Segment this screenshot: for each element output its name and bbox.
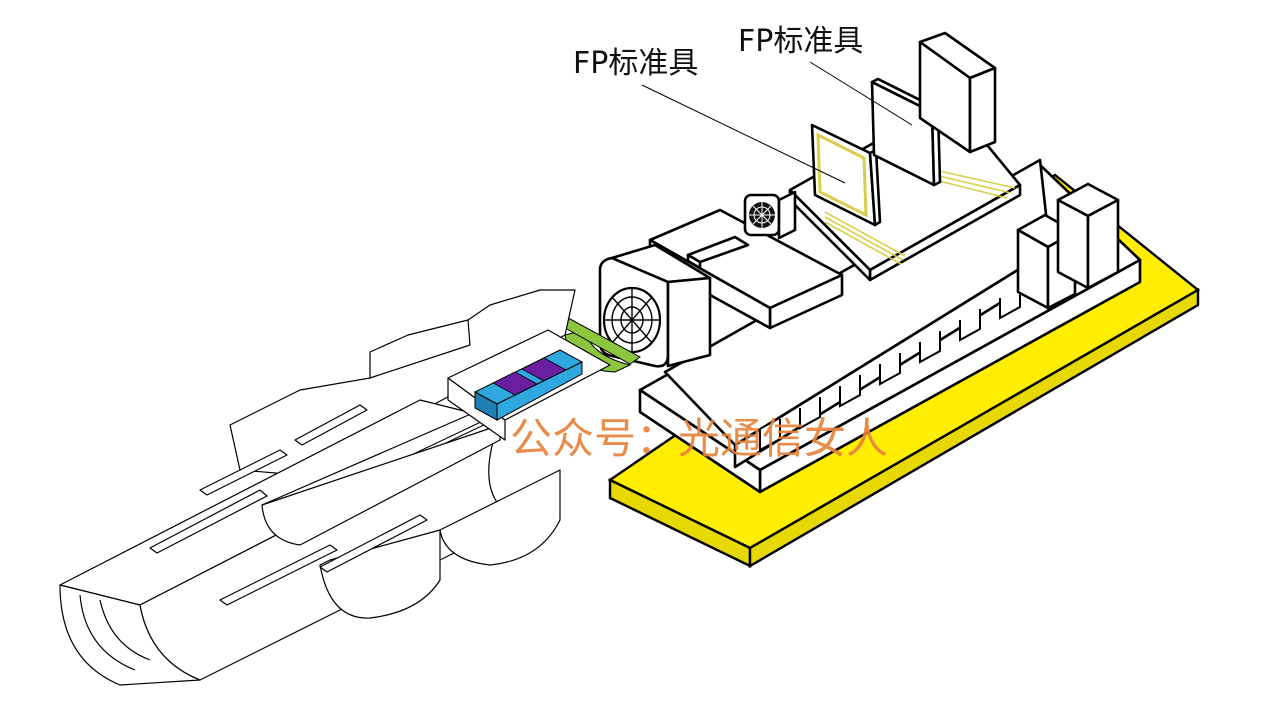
fiber-receptacle [59,289,611,686]
fp-etalon-label-2: FP标准具 [738,24,864,59]
large-lens [598,243,712,368]
etalon-traces [824,169,1016,265]
right-blocks [1016,182,1120,310]
lens-grid-icon [604,288,660,352]
fp-etalon-1-part [810,123,882,227]
substrate-side-edge [748,287,1200,569]
isolator [473,349,584,421]
small-lens [743,190,797,240]
leader-lines [641,61,913,184]
back-block [918,31,997,154]
fp-etalon-label-1: FP标准具 [573,46,699,81]
watermark: 公众号：光通信女人 [510,414,889,463]
